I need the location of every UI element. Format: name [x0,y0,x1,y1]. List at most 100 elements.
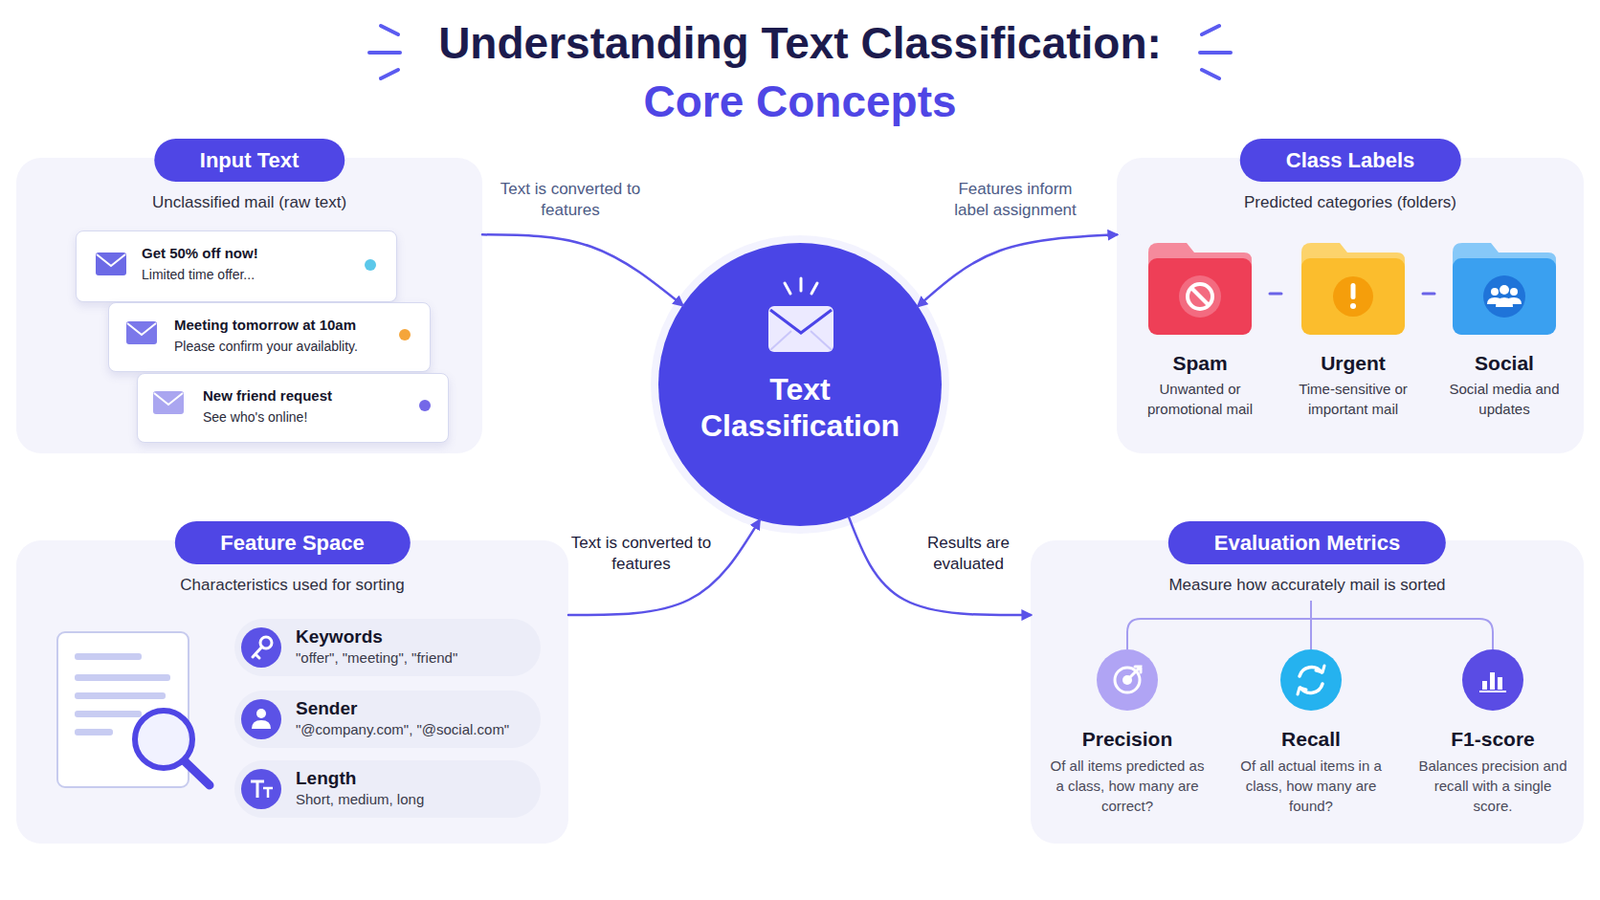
mail-preview: Please confirm your availablity. [174,335,421,357]
key-shaft [252,646,263,659]
ban-ring [1187,284,1213,310]
spam-folder [1148,243,1252,335]
feature-name: Sender [295,697,532,721]
panel-heading: Input Text [154,138,345,182]
envelope-body [768,306,834,353]
person-head [256,709,267,719]
mail-subject: Get 50% off now! [141,243,387,265]
category-description: Unwanted or promotional mail [1133,378,1267,420]
title-accent [369,25,1231,79]
connector-label: Results are evaluated [915,533,1022,576]
metric-icon [1462,649,1524,712]
target-center [1122,675,1133,686]
bracket-stem [1310,600,1312,650]
envelope-icon [95,252,127,276]
feature-row: LengthShort, medium, long [234,760,541,819]
exclamation-bar [1351,283,1356,300]
category-folder: UrgentTime-sensitive or important mail [1276,239,1430,422]
feature-row: Sender"@company.com", "@social.com" [234,690,541,749]
person-head [1499,285,1510,295]
chart-bar [1489,672,1495,690]
envelope-body [126,321,157,345]
key-bow [260,637,272,649]
category-name: Social [1427,351,1581,377]
mail-subject: Meeting tomorrow at 10am [174,314,421,336]
accent-dash [369,50,400,55]
feature-icon [241,769,282,810]
concept-panel: Feature SpaceCharacteristics used for so… [16,540,569,845]
envelope-icon [126,321,157,345]
metric-item: F1-scoreBalances precision and recall wi… [1406,649,1579,832]
accent-dash [380,69,399,79]
document-line [74,653,142,661]
icon-badge [1333,276,1374,317]
folder-back [1301,243,1405,282]
accent-dash [380,25,399,35]
metric-icon [1096,649,1158,712]
category-folder: SpamUnwanted or promotional mail [1123,239,1277,422]
separator-dash [1269,292,1282,296]
metric-description: Of all actual items in a class, how many… [1232,755,1391,817]
metric-icon [1280,649,1342,712]
panel-subtitle: Predicted categories (folders) [1116,192,1584,214]
document-line [74,674,171,682]
panel-heading: Feature Space [174,521,410,565]
envelope-body [95,252,127,276]
magnifier-handle [184,761,210,786]
urgent-folder [1301,243,1405,335]
bracket-line [1127,619,1493,650]
folder-front [1148,258,1252,335]
social-folder [1452,243,1556,335]
person-body [1495,297,1513,308]
center-label: Text Classification [670,371,930,445]
person-head [1510,288,1518,296]
metric-name: Precision [1041,728,1214,752]
diagram-title: Understanding Text Classification: [0,14,1600,72]
mail-subject: New friend request [202,385,439,407]
feature-name: Length [295,767,532,791]
category-folder: SocialSocial media and updates [1427,239,1581,422]
concept-panel: Input TextUnclassified mail (raw text)Ge… [16,157,483,454]
concept-panel: Class LabelsPredicted categories (folder… [1116,157,1584,454]
mail-card: Meeting tomorrow at 10amPlease confirm y… [108,302,431,373]
panel-heading: Evaluation Metrics [1168,521,1446,565]
metric-bracket [1127,600,1493,650]
exclamation-dot [1350,303,1356,310]
person-body [251,720,271,730]
refresh-arrows [1299,667,1323,694]
metric-name: Recall [1224,728,1398,752]
icon-badge [1483,275,1526,318]
text-size-glyph [263,788,273,799]
feature-examples: Short, medium, long [295,790,532,810]
connector-label: Text is converted to features [567,533,716,576]
document-illustration [57,632,210,788]
refresh-heads [1297,666,1325,695]
feature-examples: "offer", "meeting", "friend" [295,648,532,668]
category-name: Urgent [1276,351,1430,377]
feature-icon [241,627,282,668]
document-page [57,632,189,788]
envelope-fold [770,331,832,351]
text-size-glyph [250,781,265,799]
panel-subtitle: Characteristics used for sorting [16,575,569,597]
accent-dash [1201,25,1220,35]
envelope-icon [153,391,184,415]
folder-front [1452,258,1556,335]
metric-description: Balances precision and recall with a sin… [1414,755,1573,817]
mail-preview: Limited time offer... [141,264,387,286]
connector-group [482,234,1117,616]
ray-line [811,283,818,294]
target-ring [1114,667,1140,693]
separator-dash [1422,292,1435,296]
envelope-flap [127,323,156,335]
chart-bar [1482,681,1488,690]
icon-badge [1178,275,1222,318]
feature-name: Keywords [295,625,532,649]
ban-bar [1191,288,1209,306]
heading-block: Understanding Text Classification:Core C… [0,14,1600,132]
feature-icon [241,699,282,740]
envelope-flap [154,393,183,405]
person-head [1490,288,1499,296]
panel-subtitle: Unclassified mail (raw text) [16,192,483,214]
